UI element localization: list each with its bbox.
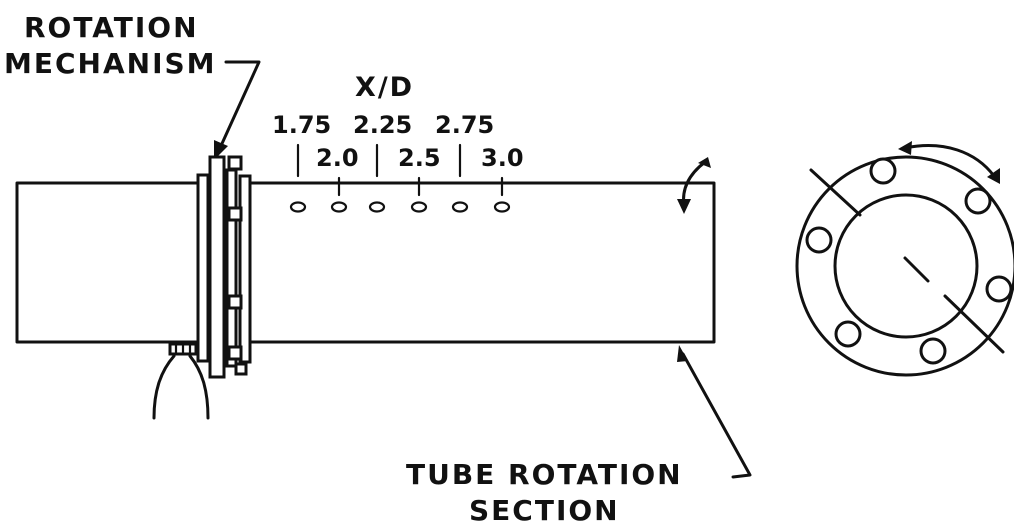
- end-view-axis-upper: [809, 168, 862, 217]
- end-view-bolt-hole: [834, 320, 862, 348]
- rotation-label-line2: MECHANISM: [4, 47, 217, 80]
- port-2-5: [410, 201, 428, 213]
- station-label-2-5: 2.5: [398, 144, 441, 172]
- port-1-75: [289, 201, 307, 213]
- drive-cable-right: [188, 354, 210, 420]
- end-view-bolt-hole: [985, 275, 1013, 303]
- port-2-75: [451, 201, 469, 213]
- tube-section-leader-line: [681, 352, 752, 479]
- rotation-leader-line: [218, 60, 261, 150]
- tube-rotation-label-line1: TUBE ROTATION: [406, 458, 683, 491]
- rotation-flange: [168, 155, 252, 379]
- drive-cable-left: [152, 354, 176, 420]
- end-view-bolt-hole: [805, 226, 833, 254]
- tube-section-leader-arrowhead: [677, 345, 688, 362]
- end-view-rotation-arrow: [903, 144, 996, 178]
- port-2-25: [368, 201, 386, 213]
- tube-end-view: [795, 155, 1014, 377]
- tube-end-rotation-arrowhead: [677, 199, 691, 214]
- end-view-axis-dash: [903, 256, 930, 283]
- measurement-ports: [289, 201, 511, 213]
- station-label-2-75: 2.75: [435, 111, 494, 139]
- tube-rotation-label-line2: SECTION: [469, 494, 620, 525]
- end-view-axis-lower: [943, 294, 1005, 354]
- rotating-tube-section: [248, 181, 716, 344]
- end-view-rotation-arrowhead-right: [987, 168, 1000, 184]
- rotation-leader-arrowhead: [214, 140, 228, 160]
- station-label-2-0: 2.0: [316, 144, 359, 172]
- station-label-3-0: 3.0: [481, 144, 524, 172]
- end-view-bolt-hole: [869, 157, 897, 185]
- tube-end-rotation-arrowtail: [698, 157, 711, 168]
- port-3-0: [493, 201, 511, 213]
- rotation-label-line1: ROTATION: [24, 11, 199, 44]
- station-label-2-25: 2.25: [353, 111, 412, 139]
- station-label-1-75: 1.75: [272, 111, 331, 139]
- end-view-rotation-arrowhead-left: [898, 141, 912, 155]
- end-view-bolt-hole: [919, 337, 947, 365]
- end-view-bolt-hole: [964, 187, 992, 215]
- xd-title: X/D: [355, 72, 414, 103]
- port-2-0: [330, 201, 348, 213]
- upstream-tube: [15, 181, 204, 344]
